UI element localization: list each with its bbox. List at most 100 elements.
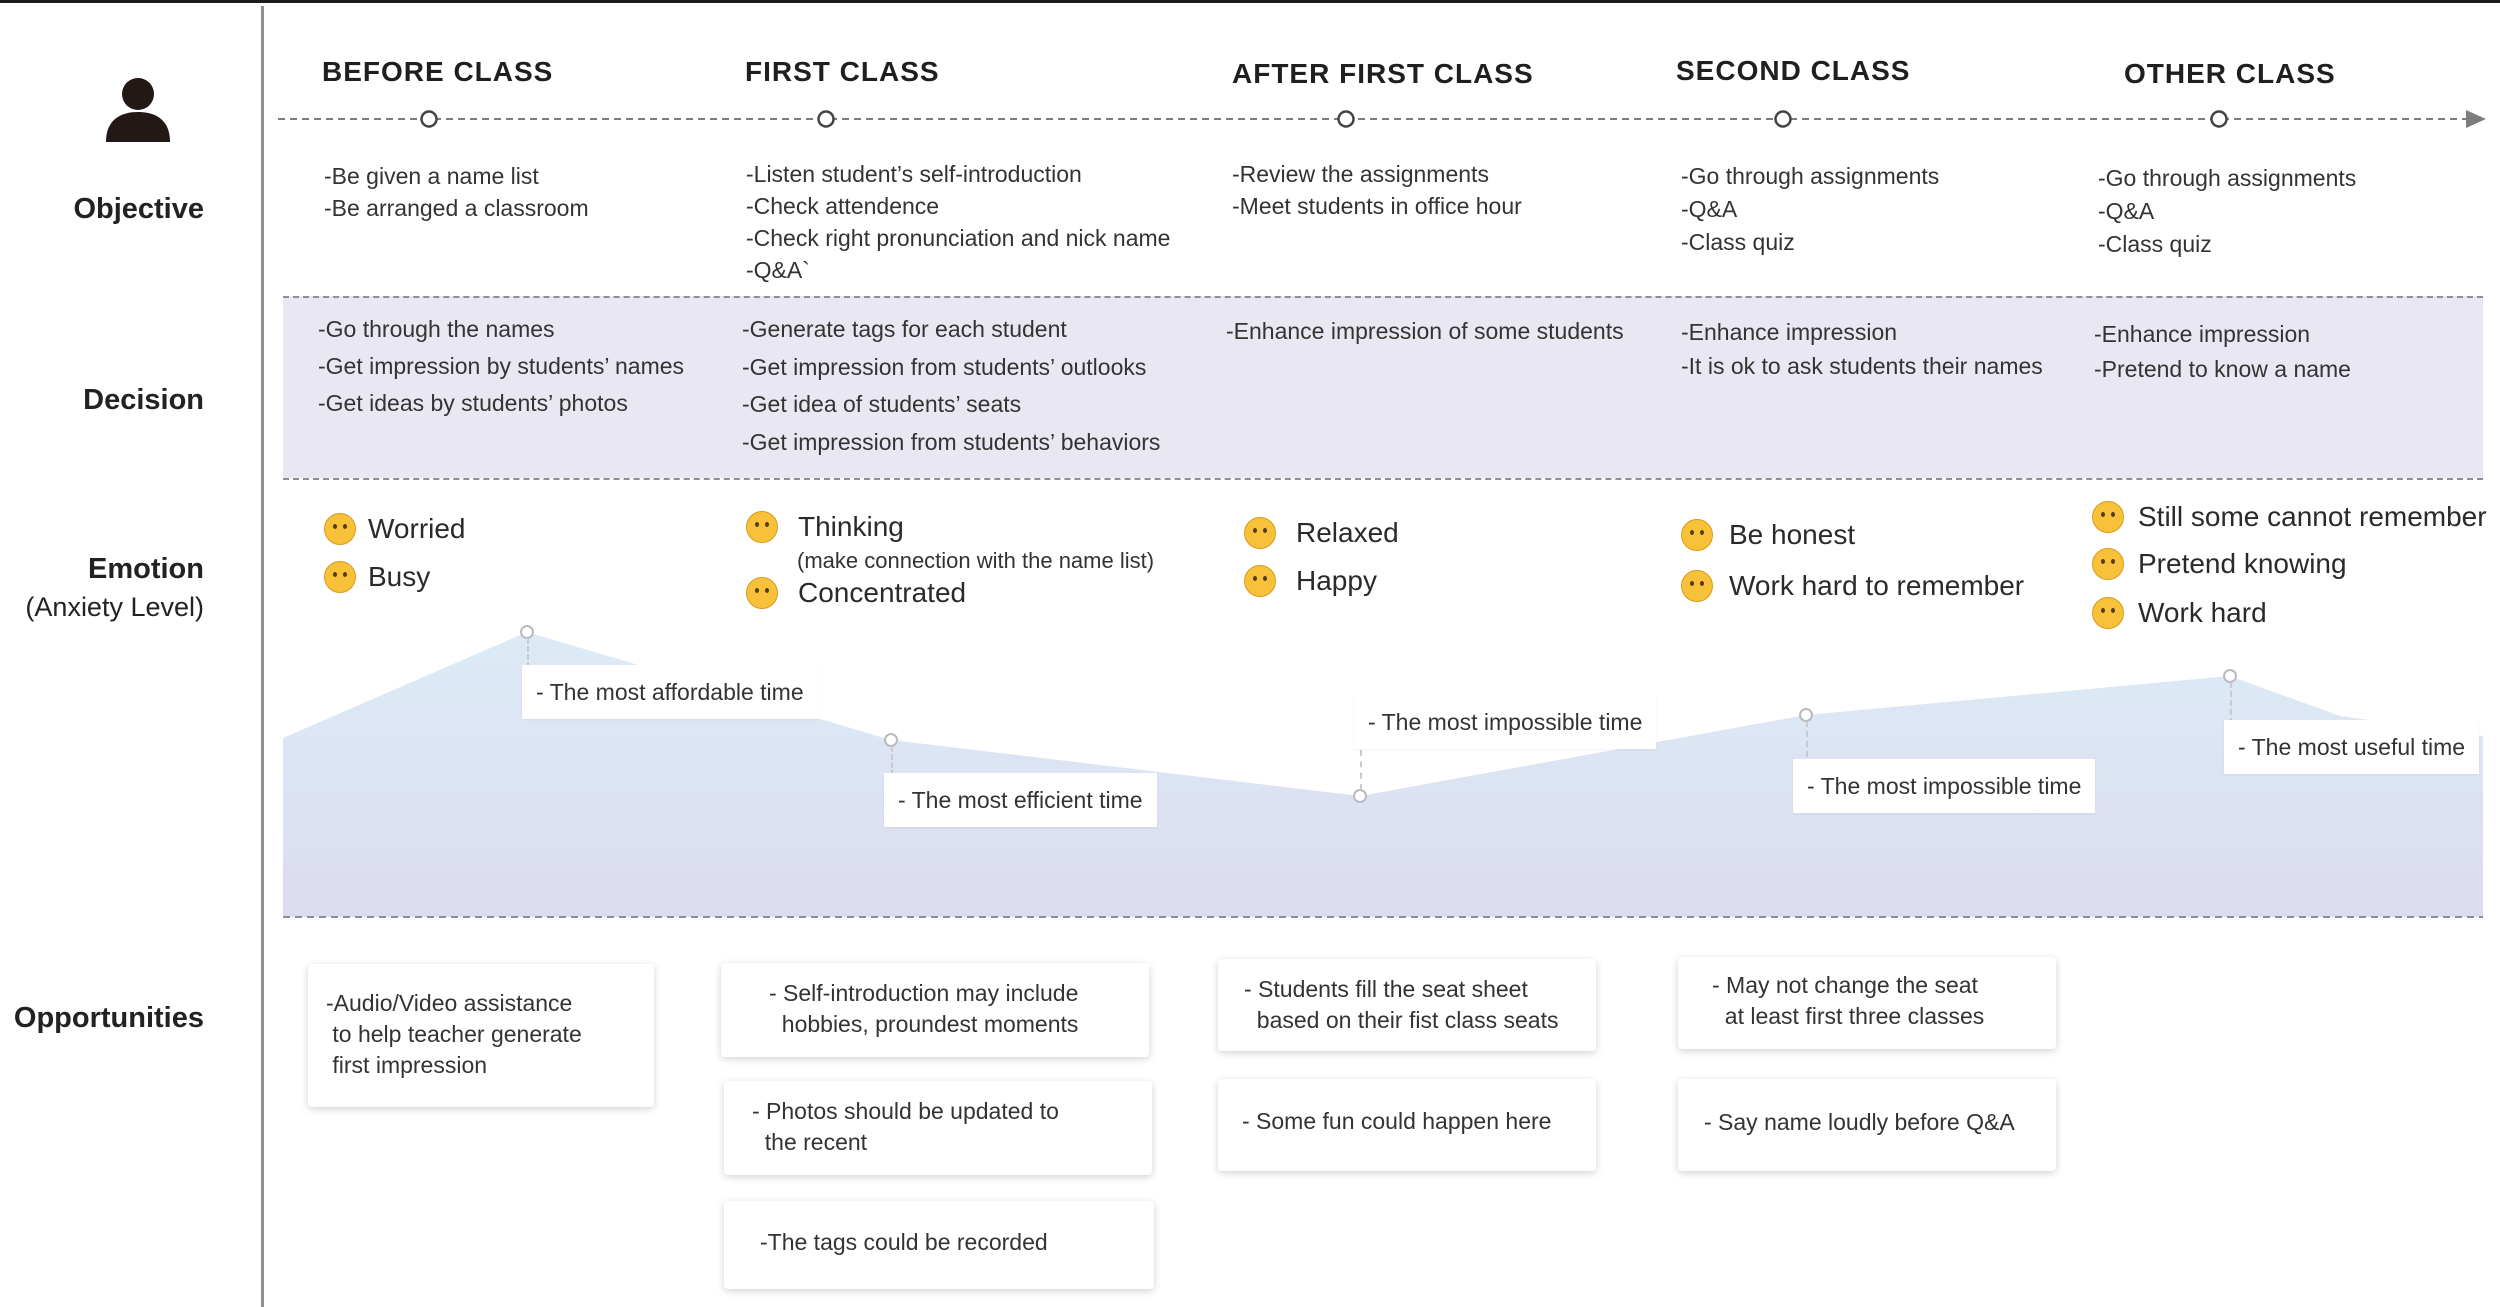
emotion-label: Busy <box>368 561 431 592</box>
callout-stem <box>891 746 893 776</box>
top-border <box>0 0 2500 3</box>
curve-callout: - The most efficient time <box>884 773 1157 827</box>
card-line: the recent <box>752 1129 868 1155</box>
objective-list: -Go through assignments -Q&A -Class quiz <box>1681 160 1939 259</box>
emotion-label: Be honest <box>1729 519 1856 550</box>
card-line: to help teacher generate <box>326 1021 582 1047</box>
emotion-item: Work hard to remember <box>1681 570 2024 602</box>
card-line: - Photos should be updated to <box>752 1098 1059 1124</box>
emotion-item: Busy <box>324 561 430 593</box>
curve-point <box>1353 789 1367 803</box>
decision-list: -Enhance impression of some students <box>1226 313 1624 350</box>
list-item: -Class quiz <box>2098 231 2212 257</box>
emotion-item: Concentrated <box>746 577 966 609</box>
opportunity-card: - Say name loudly before Q&A <box>1678 1079 2056 1171</box>
emotion-item: Be honest <box>1681 519 1855 551</box>
curve-point <box>520 625 534 639</box>
card-line: - May not change the seat <box>1712 972 1978 998</box>
card-line: - Say name loudly before Q&A <box>1704 1109 2015 1135</box>
opportunity-card: - May not change the seat at least first… <box>1678 957 2056 1049</box>
emotion-label: Relaxed <box>1296 517 1399 548</box>
curve-callout: - The most affordable time <box>522 665 818 719</box>
stage-title: FIRST CLASS <box>745 56 940 87</box>
list-item: -Get idea of students’ seats <box>742 391 1022 417</box>
list-item: -Check right pronunciation and nick name <box>746 225 1171 251</box>
card-line: -The tags could be recorded <box>760 1229 1048 1255</box>
stage-title: SECOND CLASS <box>1676 55 1911 86</box>
opportunity-card: - Some fun could happen here <box>1218 1079 1596 1171</box>
stage-title: OTHER CLASS <box>2124 58 2336 89</box>
decision-list: -Enhance impression -Pretend to know a n… <box>2094 317 2351 387</box>
worried-face-icon <box>324 513 356 545</box>
callout-stem <box>2230 682 2232 724</box>
decision-list: -Generate tags for each student -Get imp… <box>742 311 1160 461</box>
list-item: -Get impression by students’ names <box>318 353 685 379</box>
emotion-label: Concentrated <box>798 577 967 608</box>
row-label-divider <box>261 6 264 1307</box>
emotion-label: Still some cannot remember <box>2138 501 2487 532</box>
flushed-face-icon <box>2092 548 2124 580</box>
divider-line <box>283 478 2483 480</box>
opportunity-card: - Photos should be updated to the recent <box>724 1081 1152 1175</box>
callout-stem <box>1360 750 1362 790</box>
list-item: -Pretend to know a name <box>2094 356 2351 382</box>
timeline-node <box>2210 110 2228 128</box>
objective-list: -Go through assignments -Q&A -Class quiz <box>2098 162 2356 261</box>
emotion-label: Work hard <box>2138 597 2267 628</box>
timeline-node <box>817 110 835 128</box>
dizzy-face-icon <box>324 561 356 593</box>
list-item: -Go through assignments <box>1681 163 1940 189</box>
opportunity-card: -The tags could be recorded <box>724 1201 1154 1289</box>
card-line: - Students fill the seat sheet <box>1244 976 1528 1002</box>
curve-callout: - The most impossible time <box>1354 695 1657 749</box>
row-label-decision: Decision <box>83 384 204 416</box>
card-line: - Self-introduction may include <box>769 980 1079 1006</box>
emotion-label: Thinking <box>798 511 904 542</box>
list-item: -Q&A <box>2098 198 2155 224</box>
list-item: -Q&A` <box>746 257 810 283</box>
list-item: -Enhance impression <box>2094 321 2311 347</box>
card-line: -Audio/Video assistance <box>326 990 573 1016</box>
list-item: -Check attendence <box>746 193 940 219</box>
persona-icon <box>106 78 170 142</box>
card-line: hobbies, proundest moments <box>769 1011 1079 1037</box>
nerd-face-icon <box>746 577 778 609</box>
row-label-objective: Objective <box>73 193 204 225</box>
emotion-item: Relaxed <box>1244 517 1399 549</box>
list-item: -Get ideas by students’ photos <box>318 390 628 416</box>
sweat-smile-face-icon <box>1681 519 1713 551</box>
decision-list: -Go through the names -Get impression by… <box>318 311 684 422</box>
row-label-opportunities: Opportunities <box>13 1002 204 1034</box>
timeline-arrow <box>278 110 2486 128</box>
row-label-emotion: Emotion <box>88 553 204 585</box>
emotion-label: Pretend knowing <box>2138 548 2347 579</box>
timeline-node <box>1337 110 1355 128</box>
thinking-face-icon <box>746 511 778 543</box>
relieved-face-icon <box>1244 565 1276 597</box>
row-label-emotion-sub: (Anxiety Level) <box>25 592 204 622</box>
list-item: -Be given a name list <box>324 163 539 189</box>
card-line: at least first three classes <box>1712 1003 1985 1029</box>
list-item: -Enhance impression <box>1681 319 1898 345</box>
emotion-item: Still some cannot remember <box>2092 501 2487 533</box>
list-item: -Enhance impression of some students <box>1226 318 1624 344</box>
list-item: -Q&A <box>1681 196 1738 222</box>
timeline-node <box>420 110 438 128</box>
emotion-item: Happy <box>1244 565 1377 597</box>
emotion-note-text: (make connection with the name list) <box>797 548 1155 573</box>
card-line: based on their fist class seats <box>1244 1007 1559 1033</box>
objective-list: -Review the assignments -Meet students i… <box>1232 158 1522 222</box>
callout-stem <box>527 638 529 668</box>
curve-callout: - The most useful time <box>2224 720 2480 774</box>
nerd-face-icon <box>1681 570 1713 602</box>
emotion-item: Thinking <box>746 511 904 543</box>
callout-stem <box>1806 721 1808 757</box>
objective-list: -Be given a name list -Be arranged a cla… <box>324 160 589 224</box>
fearful-face-icon <box>2092 501 2124 533</box>
list-item: -Go through assignments <box>2098 165 2357 191</box>
opportunity-card: -Audio/Video assistance to help teacher … <box>308 964 654 1107</box>
list-item: -Review the assignments <box>1232 161 1489 187</box>
list-item: -Be arranged a classroom <box>324 195 589 221</box>
curve-point <box>884 733 898 747</box>
curve-callout: - The most impossible time <box>1793 759 2096 813</box>
